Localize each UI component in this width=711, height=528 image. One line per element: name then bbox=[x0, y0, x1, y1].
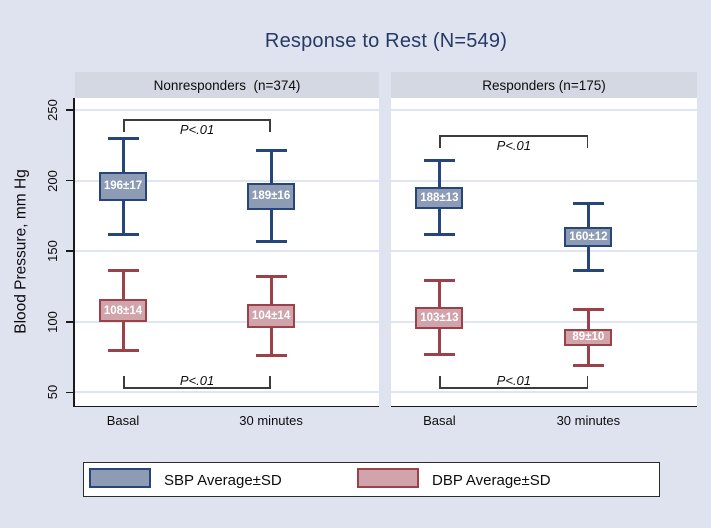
panel-header: Responders (n=175) bbox=[391, 72, 697, 98]
sbp-mean-sd-box: 188±13 bbox=[415, 186, 464, 209]
legend: SBP Average±SD DBP Average±SD bbox=[83, 462, 660, 497]
gridline bbox=[391, 391, 697, 394]
y-tick-label: 100 bbox=[45, 310, 60, 333]
y-tick bbox=[65, 250, 74, 253]
marker-whisker-cap bbox=[255, 275, 287, 279]
p-bracket bbox=[123, 387, 272, 389]
gridline bbox=[391, 179, 697, 182]
p-value-label: P<.01 bbox=[496, 372, 532, 388]
dbp-swatch-icon bbox=[357, 468, 419, 488]
p-bracket bbox=[439, 387, 589, 389]
legend-label-sbp: SBP Average±SD bbox=[164, 472, 282, 489]
marker-whisker-cap bbox=[107, 348, 139, 352]
legend-label-dbp: DBP Average±SD bbox=[432, 472, 551, 489]
marker-whisker-cap bbox=[572, 307, 604, 311]
marker-whisker-cap bbox=[255, 354, 287, 358]
sbp-swatch-icon bbox=[89, 468, 151, 488]
gridline bbox=[75, 109, 379, 111]
y-tick bbox=[65, 320, 74, 323]
marker-whisker-cap bbox=[255, 239, 287, 243]
p-value-label: P<.01 bbox=[496, 138, 532, 153]
y-tick-label: 50 bbox=[45, 385, 60, 400]
p-bracket-tick bbox=[586, 376, 589, 389]
gridline bbox=[391, 109, 697, 111]
dbp-mean-sd-box: 108±14 bbox=[99, 298, 148, 323]
marker-whisker-cap bbox=[572, 269, 604, 273]
gridline bbox=[391, 320, 697, 323]
sbp-mean-sd-box: 189±16 bbox=[247, 182, 296, 210]
y-tick bbox=[65, 179, 74, 182]
marker-whisker-cap bbox=[423, 159, 455, 163]
y-axis-line bbox=[73, 98, 76, 408]
p-bracket-tick bbox=[439, 376, 441, 389]
dbp-mean-sd-box: 103±13 bbox=[415, 306, 464, 329]
gridline bbox=[75, 250, 379, 253]
marker-whisker-cap bbox=[107, 232, 139, 236]
gridline bbox=[75, 320, 379, 323]
panel-header: Nonresponders (n=374) bbox=[75, 72, 379, 98]
y-tick bbox=[65, 391, 74, 394]
y-tick-label: 200 bbox=[45, 169, 60, 192]
gridline bbox=[391, 250, 697, 253]
gridline bbox=[75, 391, 379, 394]
marker-whisker-cap bbox=[423, 232, 455, 236]
gridline bbox=[75, 179, 379, 182]
chart-title: Response to Rest (N=549) bbox=[264, 30, 508, 52]
y-tick-label: 250 bbox=[45, 99, 60, 121]
marker-whisker-cap bbox=[255, 149, 287, 153]
x-category-label: Basal bbox=[106, 413, 140, 428]
sbp-mean-sd-box: 160±12 bbox=[564, 226, 613, 248]
p-bracket-tick bbox=[123, 119, 125, 132]
p-value-label: P<.01 bbox=[179, 372, 215, 388]
p-bracket-tick bbox=[586, 135, 589, 148]
y-tick bbox=[65, 109, 74, 111]
p-bracket bbox=[123, 119, 272, 121]
p-bracket bbox=[439, 135, 589, 137]
marker-whisker-cap bbox=[572, 364, 604, 368]
sbp-mean-sd-box: 196±17 bbox=[99, 171, 148, 201]
x-category-label: 30 minutes bbox=[556, 413, 621, 428]
dbp-mean-sd-box: 89±10 bbox=[564, 328, 613, 346]
marker-whisker-cap bbox=[423, 352, 455, 356]
marker-whisker-cap bbox=[572, 201, 604, 205]
p-value-label: P<.01 bbox=[179, 122, 215, 137]
p-bracket-tick bbox=[439, 135, 441, 148]
x-category-label: 30 minutes bbox=[239, 413, 303, 428]
p-bracket-tick bbox=[269, 376, 272, 389]
x-category-label: Basal bbox=[423, 413, 456, 428]
marker-whisker-cap bbox=[107, 136, 139, 140]
x-axis-line bbox=[73, 405, 379, 408]
marker-whisker-cap bbox=[107, 269, 139, 273]
marker-whisker-cap bbox=[423, 279, 455, 283]
p-bracket-tick bbox=[123, 376, 125, 389]
y-tick-label: 150 bbox=[45, 240, 60, 263]
p-bracket-tick bbox=[269, 119, 272, 132]
dbp-mean-sd-box: 104±14 bbox=[247, 304, 296, 328]
x-axis-line bbox=[391, 405, 697, 408]
